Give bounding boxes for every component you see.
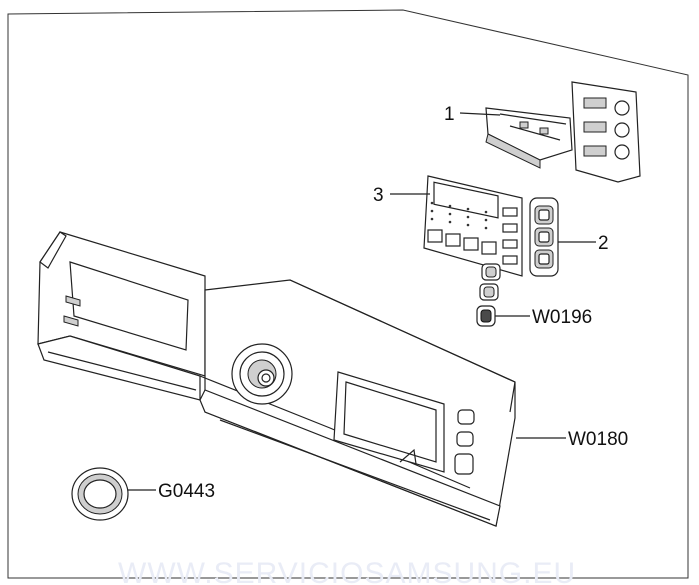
label-part-g0443: G0443 — [158, 481, 215, 502]
label-part-w0180: W0180 — [568, 429, 628, 450]
diagram-frame — [7, 9, 689, 579]
label-part-3: 3 — [373, 185, 384, 206]
label-part-1: 1 — [444, 104, 455, 125]
leader-part-1 — [459, 112, 501, 116]
watermark-text: WWW.SERVICIOSAMSUNG.EU — [118, 557, 576, 585]
part-3-display-panel — [423, 175, 523, 277]
part-1-pcb-bracket — [485, 81, 641, 183]
part-w0196-buttons — [476, 263, 501, 327]
part-g0443-ring — [71, 467, 129, 521]
label-part-2: 2 — [598, 233, 609, 254]
part-2-button-frame — [529, 197, 559, 277]
part-w0180-control-panel — [37, 231, 516, 527]
label-part-w0196: W0196 — [532, 307, 592, 328]
